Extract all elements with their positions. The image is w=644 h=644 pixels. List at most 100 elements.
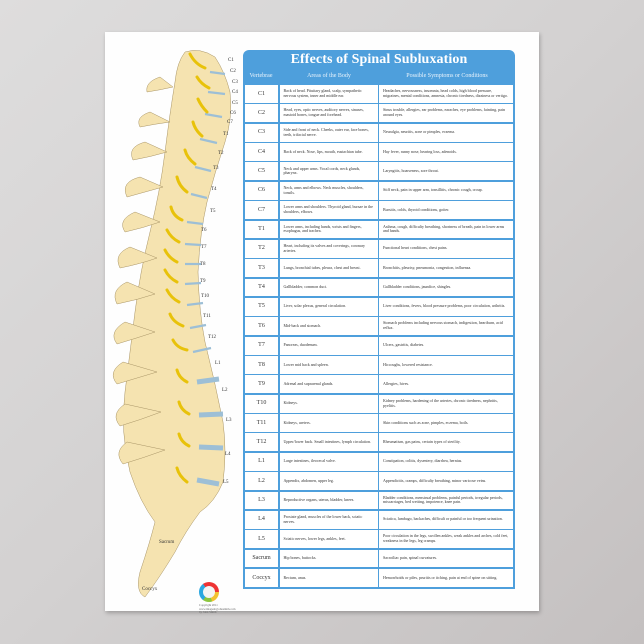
vertebra-cell: T2 bbox=[245, 239, 278, 258]
symptoms-cell: Sinus trouble, allergies, ear problems, … bbox=[379, 104, 513, 123]
symptoms-cell: Asthma, cough, difficulty breathing, sho… bbox=[379, 220, 513, 239]
spine-label-l3: L3 bbox=[226, 418, 232, 423]
area-cell: Back of neck. Nose, lips, mouth, eustach… bbox=[279, 143, 378, 161]
vertebra-cell: L5 bbox=[245, 530, 278, 549]
spine-label-l1: L1 bbox=[215, 361, 221, 366]
symptoms-cell: Kidney problems, hardening of the arteri… bbox=[379, 394, 513, 413]
vertebra-cell: L1 bbox=[245, 452, 278, 471]
symptoms-cell: Hemorrhoids or piles, pruritis or itchin… bbox=[379, 568, 513, 587]
header-symptoms: Possible Symptoms or Conditions bbox=[406, 73, 488, 79]
symptoms-cell: Ulcers, gastritis, diabetes. bbox=[379, 336, 513, 355]
spine-illustration bbox=[112, 50, 232, 598]
subluxation-table: Effects of Spinal Subluxation Vertebrae … bbox=[243, 50, 515, 589]
symptoms-cell: Hiccoughs, lowered resistance. bbox=[379, 356, 513, 374]
vertebra-cell: C5 bbox=[245, 162, 278, 181]
area-cell: Mid-back and stomach. bbox=[279, 317, 378, 336]
area-cell: Side and front of neck. Cheeks, outer ea… bbox=[279, 123, 378, 142]
spine-label-t5: T5 bbox=[210, 209, 216, 214]
spine-label-t2: T2 bbox=[218, 151, 224, 156]
symptoms-cell: Constipation, colitis, dysentery, diarrh… bbox=[379, 452, 513, 471]
area-cell: Kidneys. bbox=[279, 394, 378, 413]
spine-label-t12: T12 bbox=[208, 335, 217, 340]
vertebra-cell: T10 bbox=[245, 394, 278, 413]
symptoms-cell: Functional heart conditions, chest pains… bbox=[379, 239, 513, 258]
spine-label-sacrum: Sacrum bbox=[159, 540, 175, 545]
vertebra-cell: T4 bbox=[245, 278, 278, 297]
area-cell: Liver, solar plexus, general circulation… bbox=[279, 297, 378, 316]
area-cell: Head, eyes, optic nerves, auditory nerve… bbox=[279, 104, 378, 123]
area-cell: Back of head. Pituitary gland, scalp, sy… bbox=[279, 85, 378, 103]
spine-label-l2: L2 bbox=[222, 388, 228, 393]
symptoms-cell: Sciatica, lumbago, backaches, difficult … bbox=[379, 510, 513, 529]
vertebra-cell: C2 bbox=[245, 104, 278, 123]
spine-label-c3: C3 bbox=[232, 80, 238, 85]
spine-label-c6: C6 bbox=[230, 111, 236, 116]
symptoms-cell: Laryngitis, hoarseness, sore throat. bbox=[379, 162, 513, 181]
vertebra-cell: C3 bbox=[245, 123, 278, 142]
spine-label-coccyx: Coccyx bbox=[142, 587, 158, 592]
header-areas: Areas of the Body bbox=[307, 73, 351, 79]
spinal-subluxation-poster: C1 C2 C3 C4 C5 C6 C7 T1 T2 T3 T4 T5 T6 T… bbox=[105, 32, 539, 614]
spine-label-c4: C4 bbox=[232, 90, 238, 95]
area-cell: Prostate gland, muscles of the lower bac… bbox=[279, 510, 378, 529]
symptoms-cell: Hay fever, runny nose, hearing loss, ade… bbox=[379, 143, 513, 161]
spine-label-t11: T11 bbox=[203, 314, 211, 319]
symptoms-cell: Gallbladder conditions, jaundice, shingl… bbox=[379, 278, 513, 297]
symptoms-cell: Liver conditions, fevers, blood pressure… bbox=[379, 297, 513, 316]
symptoms-cell: Skin conditions such as acne, pimples, e… bbox=[379, 414, 513, 432]
vertebra-cell: T12 bbox=[245, 433, 278, 452]
spine-label-t3: T3 bbox=[213, 166, 219, 171]
area-cell: Hip bones, buttocks. bbox=[279, 549, 378, 568]
area-cell: Reproductive organs, uterus, bladder, kn… bbox=[279, 491, 378, 510]
symptoms-cell: Rheumatism, gas pains, certain types of … bbox=[379, 433, 513, 452]
spine-label-t8: T8 bbox=[200, 262, 206, 267]
vertebra-cell: Sacrum bbox=[245, 549, 278, 568]
area-cell: Sciatic nerves, lower legs, ankles, feet… bbox=[279, 530, 378, 549]
area-cell: Heart, including its valves and covering… bbox=[279, 239, 378, 258]
area-cell: Pancreas, duodenum. bbox=[279, 336, 378, 355]
symptoms-cell: Sacroiliac pain, spinal curvatures. bbox=[379, 549, 513, 568]
spine-label-t7: T7 bbox=[201, 245, 207, 250]
vertebra-cell: T7 bbox=[245, 336, 278, 355]
symptoms-cell: Bronchitis, pleurisy, pneumonia, congest… bbox=[379, 259, 513, 278]
spine-label-t6: T6 bbox=[201, 228, 207, 233]
poster-title: Effects of Spinal Subluxation bbox=[290, 52, 468, 67]
area-cell: Neck and upper arms. Vocal cords, neck g… bbox=[279, 162, 378, 181]
vertebra-cell: T8 bbox=[245, 356, 278, 374]
vertebra-cell: C7 bbox=[245, 201, 278, 220]
publisher-logo-icon bbox=[199, 582, 219, 602]
header-vertebrae: Vertebrae bbox=[249, 73, 273, 79]
area-cell: Large intestines, ileocecal valve. bbox=[279, 452, 378, 471]
symptoms-cell: Poor circulation in the legs, swollen an… bbox=[379, 530, 513, 549]
area-cell: Rectum, anus. bbox=[279, 568, 378, 587]
vertebra-cell: T5 bbox=[245, 297, 278, 316]
spine-label-l5: L5 bbox=[223, 480, 229, 485]
vertebra-cell: L3 bbox=[245, 491, 278, 510]
area-cell: Kidneys, ureters. bbox=[279, 414, 378, 432]
spine-label-t10: T10 bbox=[201, 294, 210, 299]
symptoms-cell: Bursitis, colds, thyroid conditions, goi… bbox=[379, 201, 513, 220]
vertebra-cell: T11 bbox=[245, 414, 278, 432]
area-cell: Neck, arms and elbows. Neck muscles, sho… bbox=[279, 181, 378, 200]
symptoms-cell: Appendicitis, cramps, difficulty breathi… bbox=[379, 472, 513, 491]
